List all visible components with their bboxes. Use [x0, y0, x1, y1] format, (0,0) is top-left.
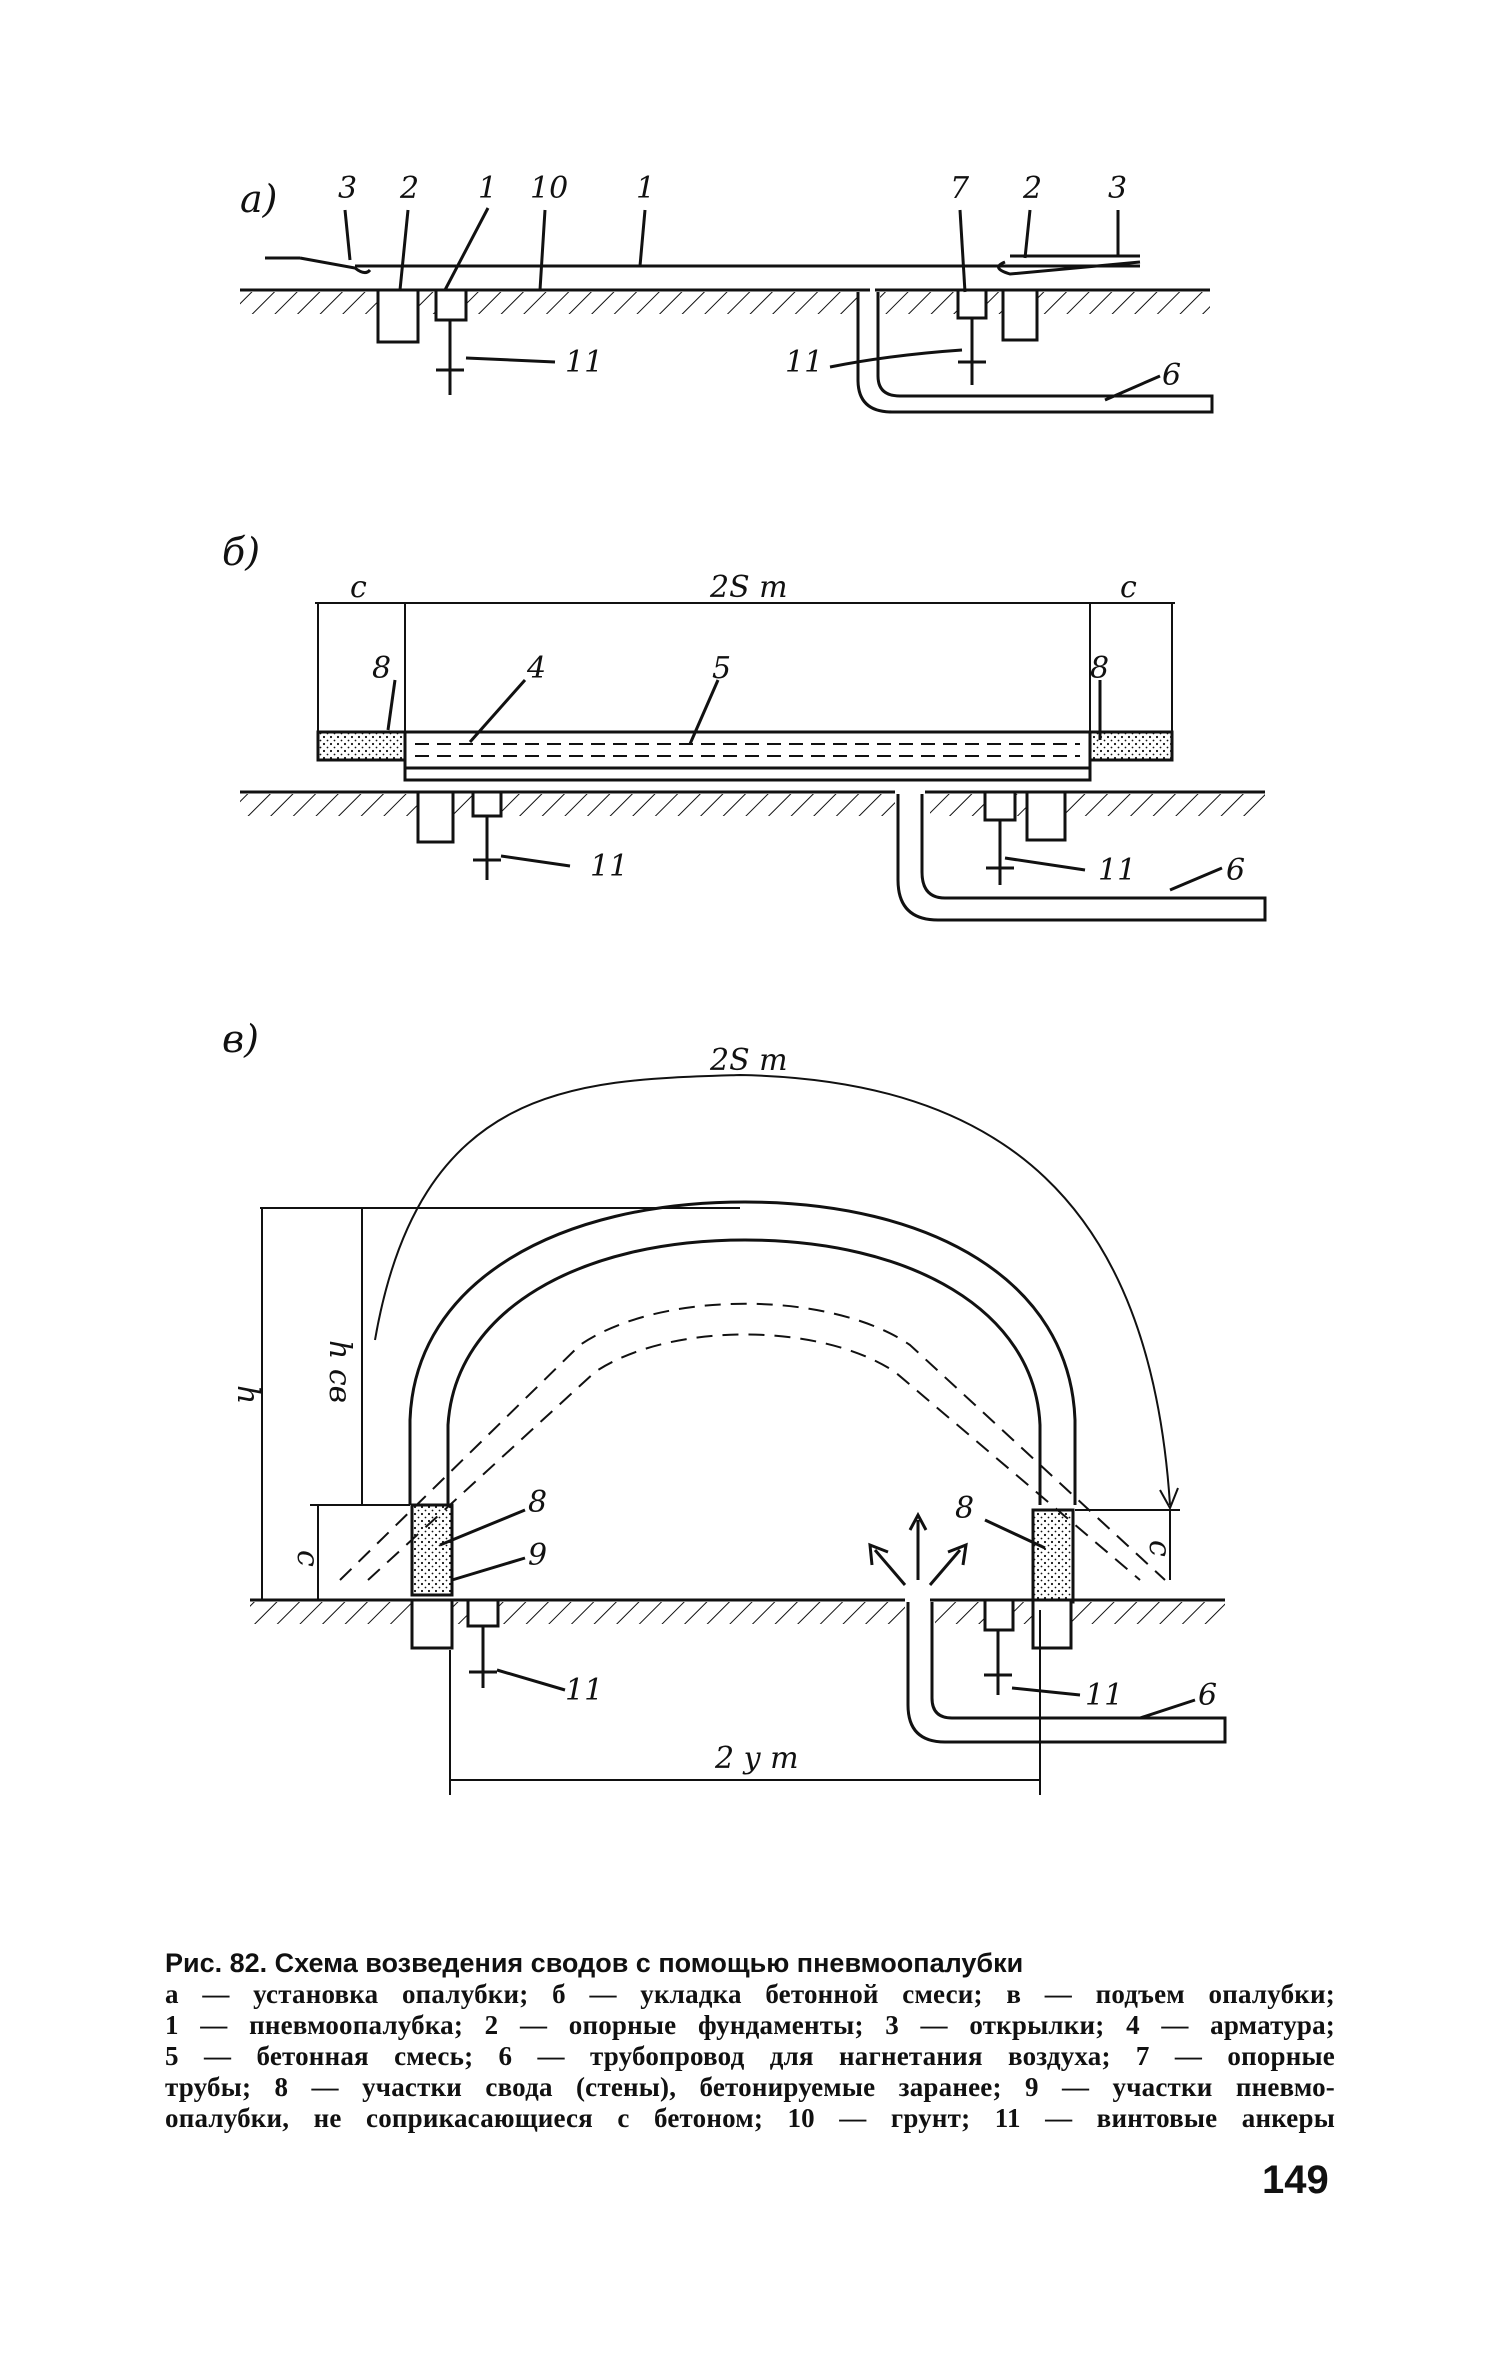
svg-text:2 y m: 2 y m [714, 1741, 799, 1776]
svg-text:1: 1 [636, 171, 655, 206]
caption-line: опалубки, не соприкасающиеся с бетоном; … [165, 2103, 1335, 2133]
svg-text:2: 2 [399, 171, 419, 206]
panel-b-marker: б) [222, 530, 260, 574]
caption-title: Рис. 82. Схема возведения сводов с помощ… [165, 1948, 1024, 1978]
panel-b: б) [222, 530, 1267, 922]
svg-text:2: 2 [1022, 171, 1042, 206]
svg-text:h: h [230, 1385, 265, 1404]
svg-text:11: 11 [785, 345, 823, 380]
svg-text:1: 1 [478, 171, 497, 206]
svg-text:11: 11 [1098, 853, 1136, 888]
caption-line: 1 — пневмоопалубка; 2 — опорные фундамен… [165, 2010, 1335, 2040]
svg-text:6: 6 [1226, 853, 1245, 888]
panel-a-marker: а) [240, 177, 277, 221]
svg-text:11: 11 [565, 345, 603, 380]
svg-text:6: 6 [1162, 358, 1181, 393]
svg-text:9: 9 [528, 1538, 547, 1573]
svg-text:c: c [290, 1550, 325, 1567]
svg-text:4: 4 [526, 651, 546, 686]
svg-text:c: c [1120, 570, 1137, 605]
svg-text:7: 7 [950, 171, 970, 206]
svg-text:2S m: 2S m [709, 570, 788, 605]
figure-82-diagram: а) 3 2 [222, 171, 1267, 1795]
svg-text:11: 11 [1085, 1678, 1123, 1713]
svg-text:8: 8 [528, 1485, 547, 1520]
caption-line: а — установка опалубки; б — укладка бето… [165, 1979, 1335, 2009]
page-number: 149 [1262, 2158, 1329, 2202]
svg-text:6: 6 [1198, 1678, 1217, 1713]
svg-text:3: 3 [1108, 171, 1127, 206]
foundation [376, 288, 420, 344]
svg-text:2S m: 2S m [709, 1043, 788, 1078]
svg-text:8: 8 [372, 651, 391, 686]
svg-text:8: 8 [1090, 651, 1109, 686]
svg-text:11: 11 [565, 1673, 603, 1708]
svg-text:c: c [350, 570, 367, 605]
caption-line: трубы; 8 — участки свода (стены), бетони… [165, 2072, 1335, 2102]
panel-v: в) [222, 1017, 1227, 1795]
svg-text:h cв: h cв [322, 1340, 357, 1403]
panel-v-marker: в) [222, 1017, 259, 1061]
svg-text:c: c [1142, 1540, 1177, 1557]
svg-text:3: 3 [338, 171, 357, 206]
svg-text:8: 8 [955, 1491, 974, 1526]
svg-text:11: 11 [590, 849, 628, 884]
panel-a: а) 3 2 [240, 171, 1214, 414]
svg-text:10: 10 [530, 171, 568, 206]
svg-text:5: 5 [712, 651, 731, 686]
caption-line: 5 — бетонная смесь; 6 — трубопровод для … [165, 2041, 1335, 2071]
figure-caption: Рис. 82. Схема возведения сводов с помощ… [165, 1948, 1335, 2134]
